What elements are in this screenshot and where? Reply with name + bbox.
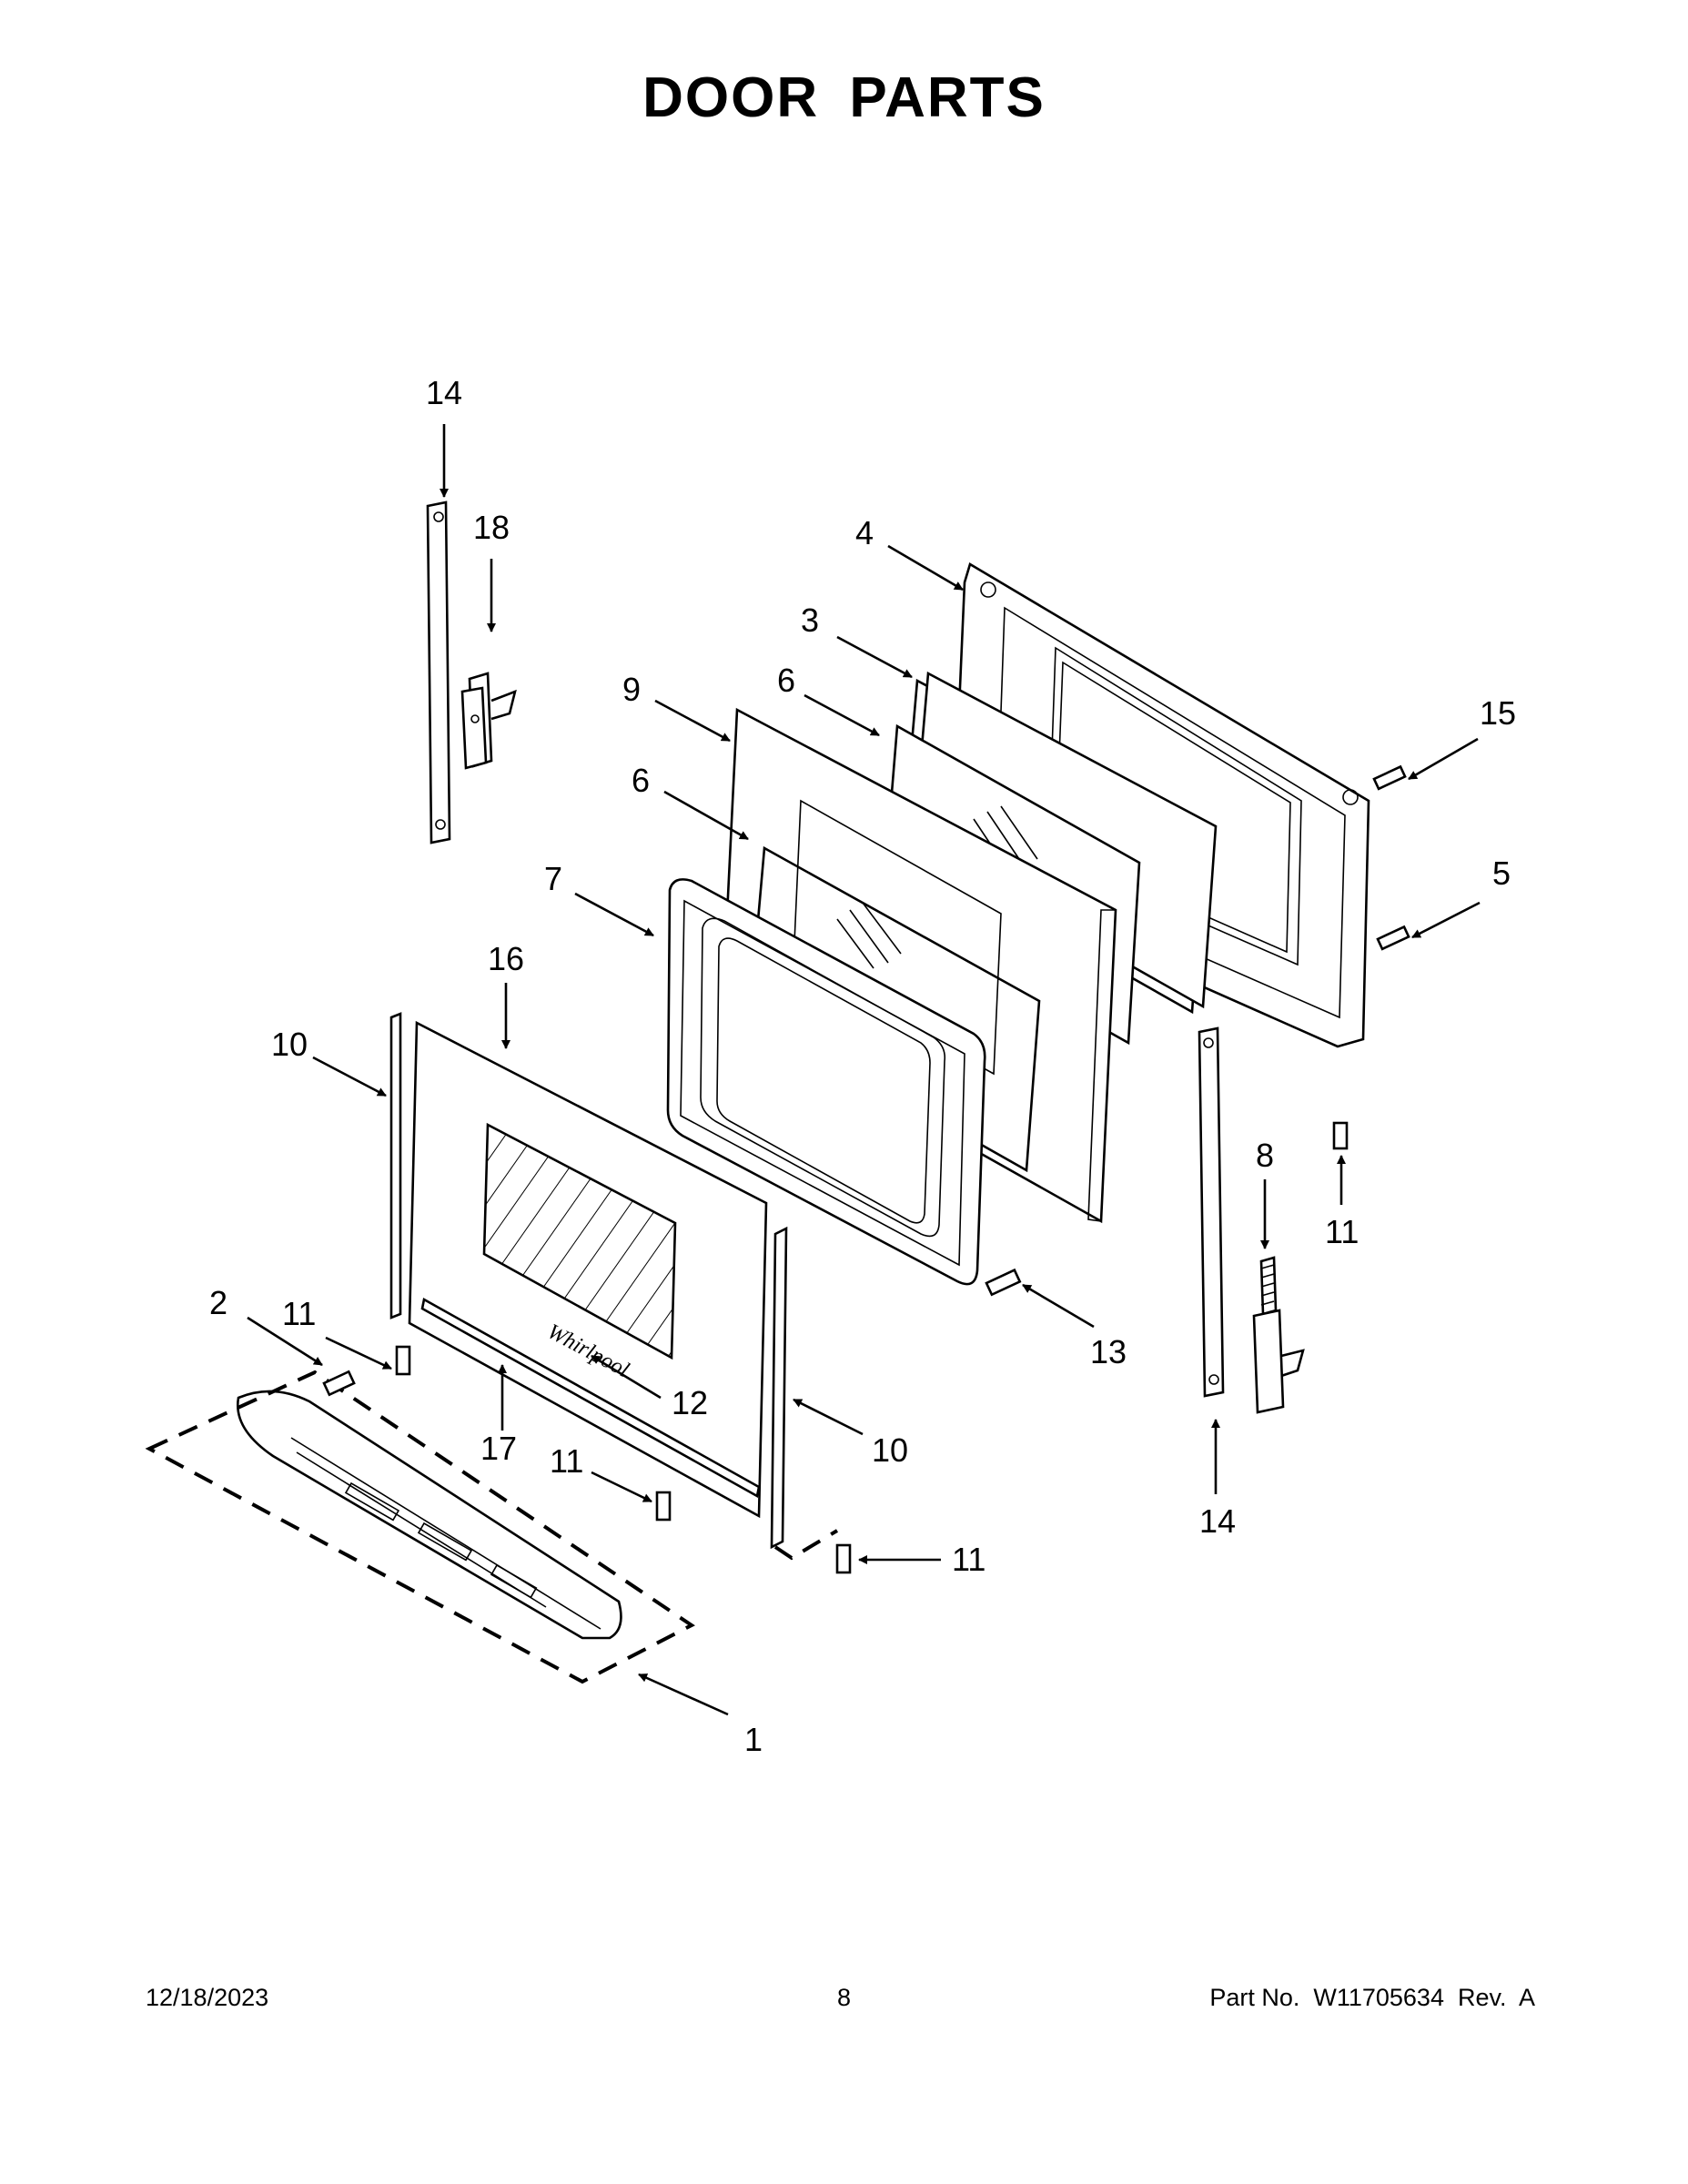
screw-part-15 bbox=[1372, 764, 1407, 791]
left-side-trim-part-10 bbox=[389, 1012, 402, 1320]
callout-10-left: 10 bbox=[271, 1026, 308, 1063]
door-handle-part-1 bbox=[145, 1370, 695, 1684]
callout-1: 1 bbox=[744, 1721, 763, 1758]
footer-page-number: 8 bbox=[836, 1984, 852, 2011]
callout-6-rear: 6 bbox=[777, 662, 795, 699]
page-title: DOOR PARTS bbox=[642, 66, 1046, 129]
callout-11-left: 11 bbox=[282, 1295, 316, 1332]
callout-18: 18 bbox=[473, 509, 510, 546]
screw-part-2 bbox=[322, 1370, 356, 1397]
callout-11-bottom: 11 bbox=[952, 1541, 986, 1578]
left-hinge-part-18 bbox=[460, 672, 517, 770]
callout-2: 2 bbox=[209, 1284, 227, 1321]
callout-4: 4 bbox=[855, 514, 874, 551]
callout-12: 12 bbox=[672, 1384, 708, 1421]
footer-part-number: Part No. W11705634 Rev. A bbox=[1209, 1984, 1535, 2011]
right-hinge-part-8 bbox=[1252, 1256, 1305, 1414]
screw-part-13 bbox=[985, 1268, 1022, 1297]
callout-7: 7 bbox=[544, 860, 562, 897]
right-hinge-channel-part-14 bbox=[1198, 1026, 1225, 1398]
callout-13: 13 bbox=[1090, 1333, 1127, 1370]
callout-14-top: 14 bbox=[426, 374, 462, 411]
screw-part-11-left bbox=[395, 1345, 411, 1376]
door-frame-part-7 bbox=[666, 878, 986, 1286]
callout-3: 3 bbox=[801, 602, 819, 639]
callout-16: 16 bbox=[488, 940, 524, 977]
callout-11-center: 11 bbox=[550, 1442, 583, 1480]
outer-door-panel-part-16: Whirlpool bbox=[408, 1020, 768, 1519]
screw-part-5 bbox=[1376, 925, 1410, 951]
callout-15: 15 bbox=[1480, 694, 1516, 732]
callout-6-front: 6 bbox=[632, 762, 650, 799]
footer-date: 12/18/2023 bbox=[146, 1984, 269, 2011]
callout-9: 9 bbox=[622, 671, 641, 708]
screw-part-11-right bbox=[1332, 1121, 1349, 1150]
callout-5: 5 bbox=[1492, 854, 1511, 892]
callout-10-right: 10 bbox=[872, 1431, 908, 1469]
screw-part-11-bottom bbox=[835, 1543, 852, 1574]
callout-17: 17 bbox=[480, 1430, 517, 1467]
screw-part-11-center bbox=[655, 1491, 672, 1522]
callout-14-bottom: 14 bbox=[1199, 1502, 1236, 1540]
trim-strip-part-17 bbox=[420, 1297, 761, 1499]
callout-11-right: 11 bbox=[1325, 1213, 1359, 1250]
left-hinge-channel-part-14 bbox=[426, 500, 451, 844]
callout-8: 8 bbox=[1256, 1137, 1274, 1174]
right-side-trim-part-10 bbox=[770, 1226, 839, 1561]
